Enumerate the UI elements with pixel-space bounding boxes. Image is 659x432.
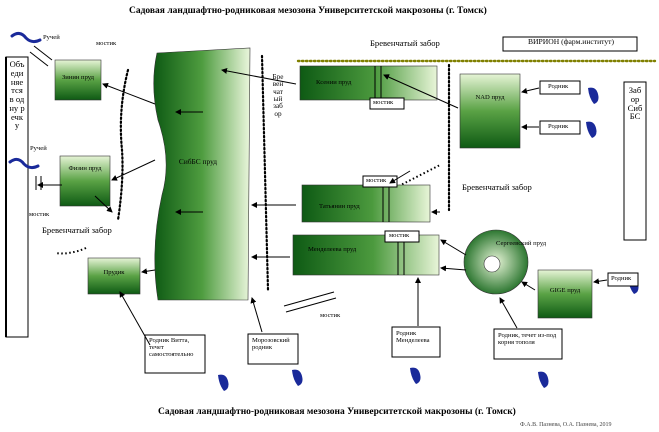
virion-box [502, 36, 638, 52]
nad-pond-label: NAD пруд [475, 94, 505, 101]
title-bottom: Садовая ландшафтно-родниковая мезозона У… [158, 407, 516, 417]
bridge-label-a: мостик [96, 40, 117, 47]
stream-top-icon [10, 31, 42, 44]
spring-label-3: Родник [611, 275, 632, 282]
sibbs-pond [153, 47, 251, 301]
zinin-pond [54, 59, 102, 101]
poplar-spring-label: Родник, течет из-под корня тополя [498, 332, 557, 346]
fence-mid-dotted [260, 54, 270, 292]
sergeev-island [483, 255, 501, 273]
prudik-pond-label: Прудик [103, 269, 125, 276]
fizin-pond-label: Физин пруд [68, 165, 102, 172]
bridge-label-e: мостик [29, 211, 50, 218]
fence-left-label: Бревенчатый забор [42, 225, 112, 235]
fence-diag-dotted [394, 164, 441, 189]
vitta-spring-label: Родник Витта, течет самостоятельно [149, 337, 194, 358]
virion-label: ВИРИОН (фарм.институт) [527, 37, 615, 46]
sibbs-fence-frame [623, 81, 647, 241]
stream-mid-label: Ручей [30, 145, 47, 152]
bridge-label-b: мостик [373, 99, 394, 106]
sibbs-pond-label: СибБС пруд [178, 157, 218, 166]
mendeleev-pond-label: Менделеева пруд [308, 246, 357, 253]
mendeleev-spring-label: Родник Менделеева [396, 330, 430, 344]
fence-lower-left-dotted [54, 247, 87, 255]
fence-top-label: Бревенчатый забор [370, 38, 440, 48]
stream-mid-icon [8, 157, 40, 170]
sergeev-pond-label: Сергеевский пруд [496, 240, 547, 247]
bridge-label-c: мостик [366, 177, 387, 184]
footer-credit: Ф.А.В. Пазнева, О.А. Пазнева, 2019 [520, 422, 612, 428]
spring-label-2: Родник [548, 123, 569, 130]
tatyana-pond [301, 184, 431, 223]
title-top: Садовая ландшафтно-родниковая мезозона У… [129, 6, 487, 16]
tatyana-pond-label: Татьянин пруд [319, 203, 360, 210]
sibbs-fence-title: Забор СибБС [627, 85, 643, 122]
fence-right-label: Бревенчатый забор [462, 182, 532, 192]
morozov-spring-label: Морозовский родник [252, 337, 290, 351]
stream-column-title: Объединяется в одну речку [9, 59, 25, 131]
fence-left-dotted [116, 68, 130, 222]
gige-pond-label: GIGE пруд [549, 287, 581, 294]
gige-pond [537, 269, 593, 319]
fizin-pond [59, 155, 111, 207]
nad-pond [459, 73, 521, 149]
kseniya-pond-label: Ксении пруд [316, 79, 352, 86]
bridge-label-f: мостик [320, 312, 341, 319]
kseniya-pond [299, 65, 438, 101]
stream-top-label: Ручей [43, 34, 60, 41]
bridge-label-d: мостик [389, 232, 410, 239]
fence-vertical-label: Бревенчатый забор [272, 73, 284, 118]
prudik-pond [87, 257, 141, 295]
spring-label-1: Родник [548, 83, 569, 90]
zinin-pond-label: Зинин пруд [61, 74, 95, 81]
